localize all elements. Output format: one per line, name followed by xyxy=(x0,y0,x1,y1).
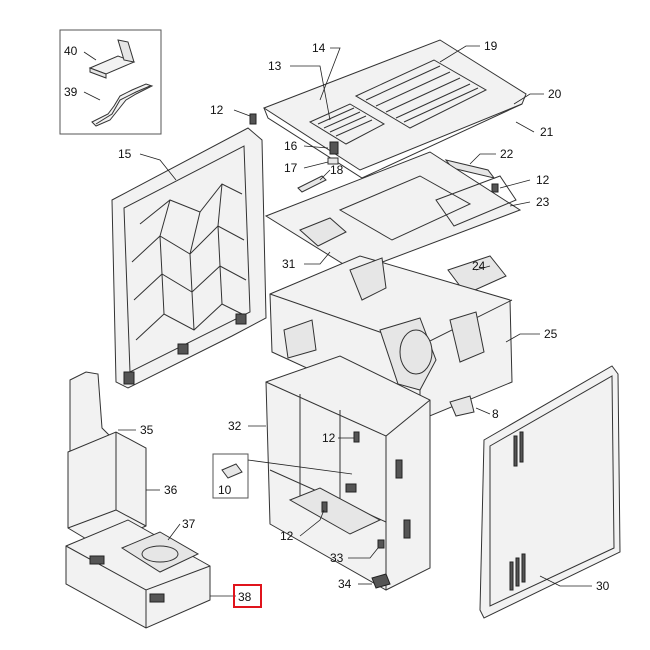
callout-22: 22 xyxy=(500,147,514,161)
part-15-side-panel xyxy=(111,127,267,389)
callout-8: 8 xyxy=(492,407,499,421)
callout-14: 14 xyxy=(312,41,326,55)
part-12-screw-top xyxy=(249,113,257,125)
highlight-box-38 xyxy=(233,584,262,608)
callout-39: 39 xyxy=(64,85,78,99)
part-10-label-sheet xyxy=(221,463,243,479)
callout-18: 18 xyxy=(330,163,344,177)
part-12-screw-low xyxy=(321,501,328,513)
callout-12-low: 12 xyxy=(280,529,294,543)
callout-35: 35 xyxy=(140,423,154,437)
callout-38: 38 xyxy=(238,590,252,604)
callout-36: 36 xyxy=(164,483,178,497)
callout-15: 15 xyxy=(118,147,132,161)
callout-12-top: 12 xyxy=(210,103,224,117)
callout-37: 37 xyxy=(182,517,196,531)
part-37-drip-grid xyxy=(120,531,200,573)
callout-30: 30 xyxy=(596,579,610,593)
callout-17: 17 xyxy=(284,161,298,175)
callout-33: 33 xyxy=(330,551,344,565)
callout-20: 20 xyxy=(548,87,562,101)
part-36-grounds-container xyxy=(67,431,147,547)
callout-12-right: 12 xyxy=(536,173,550,187)
part-32-chassis-frame xyxy=(265,355,431,591)
callout-34: 34 xyxy=(338,577,352,591)
callout-32: 32 xyxy=(228,419,242,433)
callout-12-mid: 12 xyxy=(322,431,336,445)
part-18 xyxy=(297,175,327,193)
callout-25: 25 xyxy=(544,327,558,341)
callout-16: 16 xyxy=(284,139,298,153)
part-30-right-panel xyxy=(479,365,621,619)
part-25-base-tray xyxy=(269,255,513,421)
part-33 xyxy=(377,539,385,549)
part-12-screw-mid xyxy=(353,431,360,443)
part-17 xyxy=(327,157,339,165)
callout-40: 40 xyxy=(64,44,78,58)
callout-21: 21 xyxy=(540,125,554,139)
leader-lines xyxy=(83,45,592,597)
part-39-ribbon-cable xyxy=(91,83,154,127)
part-19-grid xyxy=(354,59,488,129)
part-12-screw-right xyxy=(491,183,499,193)
callout-23: 23 xyxy=(536,195,550,209)
callout-24: 24 xyxy=(472,259,486,273)
part-10-box xyxy=(212,453,249,499)
inset-box xyxy=(59,29,162,135)
part-23-top-frame xyxy=(264,151,522,273)
callout-13: 13 xyxy=(268,59,282,73)
part-34 xyxy=(371,573,391,589)
part-40-connector xyxy=(88,39,136,79)
callout-19: 19 xyxy=(484,39,498,53)
callout-10: 10 xyxy=(218,483,232,497)
part-8-clip xyxy=(449,395,475,417)
callout-31: 31 xyxy=(282,257,296,271)
part-16 xyxy=(329,141,339,155)
callout-labels: 40 39 14 13 19 20 21 12 15 16 17 18 22 1… xyxy=(64,39,610,604)
